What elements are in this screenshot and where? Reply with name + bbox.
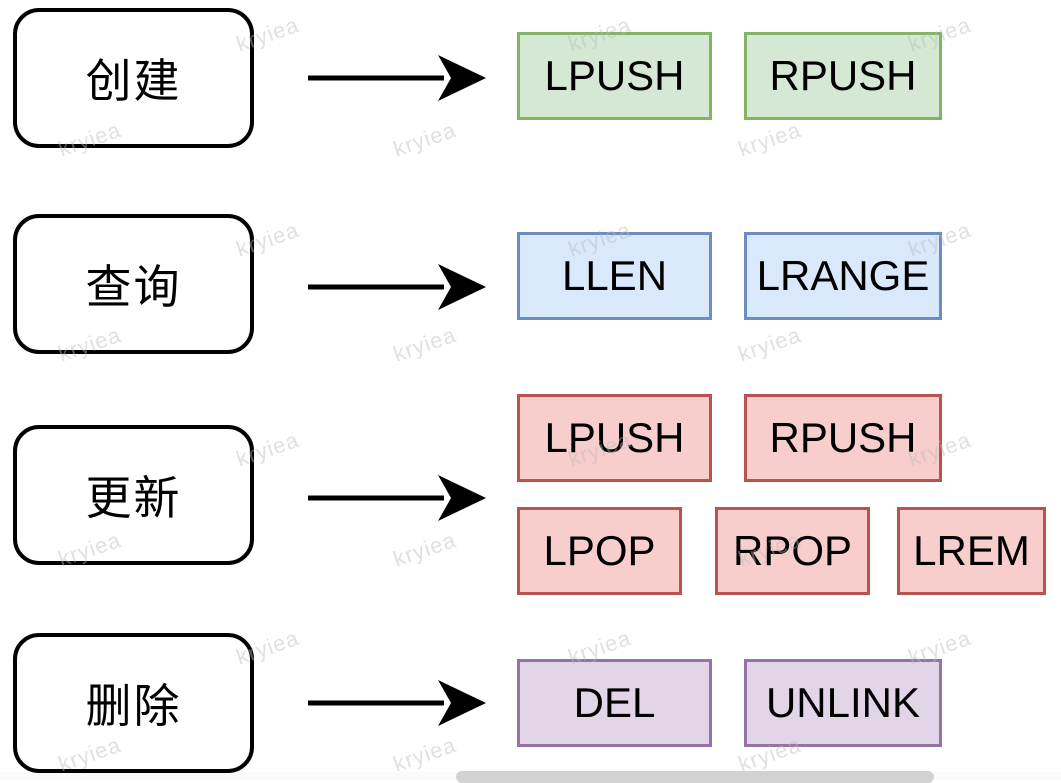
command-box-create-lpush: LPUSH [517, 32, 712, 120]
command-box-query-llen: LLEN [517, 232, 712, 320]
command-label: RPUSH [769, 52, 917, 99]
command-box-update-lpush: LPUSH [517, 394, 712, 482]
category-box-create: 创建 [13, 8, 254, 148]
watermark-text: kryiea [390, 116, 460, 162]
watermark-text: kryiea [390, 731, 460, 777]
command-label: UNLINK [765, 679, 921, 726]
command-label: LREM [913, 527, 1030, 574]
watermark-text: kryiea [390, 321, 460, 367]
category-box-delete: 删除 [13, 633, 254, 773]
horizontal-scrollbar-thumb[interactable] [456, 771, 934, 783]
command-box-update-lrem: LREM [897, 507, 1046, 595]
watermark-text: kryiea [735, 321, 805, 367]
command-box-delete-unlink: UNLINK [744, 659, 942, 747]
watermark-text: kryiea [390, 526, 460, 572]
arrow-right-icon [308, 264, 486, 310]
category-label-delete: 删除 [85, 680, 182, 732]
command-label: LRANGE [756, 252, 930, 299]
command-label: DEL [573, 679, 656, 726]
category-label-create: 创建 [85, 55, 182, 107]
arrow-right-icon [308, 475, 486, 521]
command-box-delete-del: DEL [517, 659, 712, 747]
arrow-right-icon [308, 55, 486, 101]
command-label: LPOP [543, 527, 656, 574]
command-label: RPOP [732, 527, 853, 574]
command-label: RPUSH [769, 414, 917, 461]
command-label: LPUSH [544, 414, 685, 461]
command-box-create-rpush: RPUSH [744, 32, 942, 120]
watermark-text: kryiea [735, 116, 805, 162]
category-box-query: 查询 [13, 214, 254, 354]
command-box-update-rpop: RPOP [715, 507, 870, 595]
arrow-right-icon [308, 680, 486, 726]
category-label-query: 查询 [85, 261, 182, 313]
command-label: LLEN [561, 252, 668, 299]
category-label-update: 更新 [85, 472, 182, 524]
category-box-update: 更新 [13, 425, 254, 565]
command-label: LPUSH [544, 52, 685, 99]
command-box-update-rpush: RPUSH [744, 394, 942, 482]
command-box-query-lrange: LRANGE [744, 232, 942, 320]
command-box-update-lpop: LPOP [517, 507, 682, 595]
